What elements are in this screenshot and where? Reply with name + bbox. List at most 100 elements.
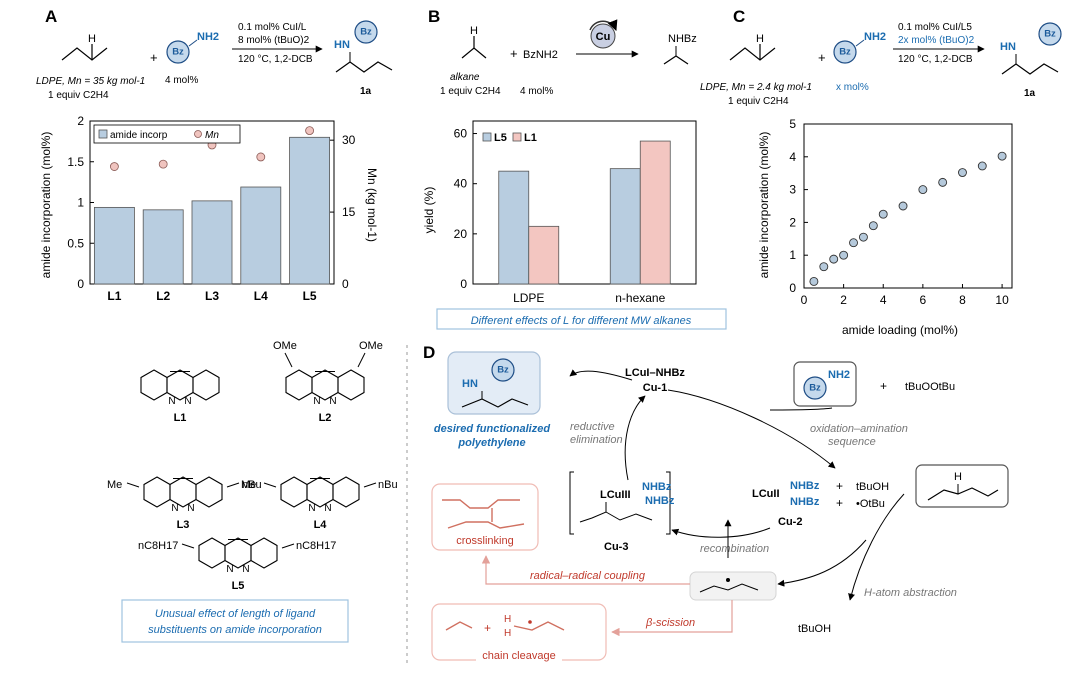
x-tick-label: 4 [880, 293, 887, 307]
bar-l5-n-hexane [609, 168, 641, 285]
crosslinking-label: crosslinking [456, 535, 513, 547]
chart-b-frame [472, 120, 697, 285]
y-tick-label: 1 [789, 248, 796, 262]
cu2-nhbz-top: NHBz [790, 480, 820, 492]
recombination-label: recombination [700, 543, 769, 555]
sequence-label: sequence [828, 436, 876, 448]
chart-b-legend: L5 L1 [482, 132, 537, 144]
x-tick-label: L4 [254, 289, 268, 303]
caption-box-b [436, 308, 727, 330]
chart-a-y2label: Mn (kg mol-1) [365, 168, 379, 242]
arrow-recombination [671, 527, 771, 538]
chart-c-frame [803, 123, 1013, 289]
x-tick-label: L3 [205, 289, 219, 303]
hat-label: H-atom abstraction [864, 587, 957, 599]
cu1-formula: LCuI–NHBz [625, 367, 685, 379]
bar-amide-l4 [240, 186, 282, 285]
phenanthroline-ring [250, 537, 278, 569]
bar-amide-l3 [191, 200, 233, 285]
nitrogen-label: N [329, 396, 336, 407]
caption-box-ligands [121, 599, 349, 643]
substituent-me: Me [241, 479, 256, 491]
y-tick-label: 1 [77, 196, 84, 210]
panel-c-substrate: H [729, 33, 776, 61]
phenanthroline-ring [198, 537, 226, 569]
nitrogen-label: N [226, 564, 233, 575]
y-tick-label: 2 [77, 114, 84, 128]
y2-tick-label: 0 [342, 277, 349, 291]
benzoyl-circle: Bz [166, 40, 190, 64]
arrow-radical-coupling [481, 555, 690, 585]
ligand-name: L3 [177, 519, 190, 531]
x-tick-label: L1 [107, 289, 121, 303]
plus-sign: + [818, 50, 826, 65]
bar-amide-l5 [289, 136, 331, 285]
panel-label-d: D [423, 343, 435, 362]
substituent-octyl: nC8H17 [138, 540, 178, 552]
data-point [938, 177, 948, 187]
point-mn-l1 [110, 162, 119, 171]
plus-sign: + [150, 50, 158, 65]
legend-label-l5: L5 [494, 132, 507, 144]
ligand-name: L4 [314, 519, 328, 531]
nitrogen-label: N [184, 396, 191, 407]
nh2-label: NH2 [828, 369, 850, 381]
cu1-label: Cu-1 [643, 382, 667, 394]
point-mn-l2 [158, 159, 168, 169]
substrate-ethylene: 1 equiv C2H4 [728, 96, 789, 107]
y-tick-label: 2 [789, 215, 796, 229]
phenanthroline-ring [143, 476, 171, 508]
reagent-box [793, 361, 857, 407]
bar-l1-ldpe [528, 225, 560, 285]
data-point [868, 221, 878, 231]
data-point [958, 168, 967, 177]
legend-swatch-mn [194, 130, 202, 138]
data-point [977, 161, 987, 171]
conditions-line-3: 120 °C, 1,2-DCB [898, 54, 973, 65]
x-tick-label: LDPE [513, 291, 544, 305]
panel-b-substrate: H [461, 25, 487, 59]
x-tick-label: n-hexane [615, 291, 665, 305]
h-atom-label: H [954, 471, 962, 483]
ligand-name: L1 [174, 412, 187, 424]
y2-tick-label: 30 [342, 133, 356, 147]
x-tick-label: L2 [156, 289, 170, 303]
x-tick-label: 8 [959, 293, 966, 307]
y-tick-label: 5 [789, 117, 796, 131]
ligand-name: L5 [232, 580, 245, 592]
conditions-line-2: 8 mol% (tBuO)2 [238, 35, 310, 46]
beta-scission-label: β-scission [645, 617, 695, 629]
cu-label: Cu [596, 31, 611, 43]
phenanthroline-ring [140, 369, 168, 401]
arrow-cu3-to-cu1 [624, 395, 646, 481]
point-mn-l4 [256, 152, 266, 162]
cu-catalyst-icon: Cu [589, 19, 618, 49]
legend-label-l1: L1 [524, 132, 537, 144]
chart-a: amide incorporation (mol%) Mn (kg mol-1)… [39, 114, 379, 303]
y-tick-label: 0.5 [67, 236, 84, 250]
x-tick-label: 6 [920, 293, 927, 307]
tbuoh-bottom-label: tBuOH [798, 623, 831, 635]
phenanthroline-ring [337, 369, 365, 401]
radical-dot [528, 620, 532, 624]
h-atom-label: H [470, 25, 478, 37]
caption-b: Different effects of L for different MW … [471, 315, 692, 327]
reagent-bznh2: BzNH2 [523, 49, 558, 61]
h-atom-label: H [504, 628, 511, 639]
panel-label-b: B [428, 7, 440, 26]
nitrogen-label: N [168, 396, 175, 407]
data-point [839, 250, 849, 260]
h-atom-label: H [756, 33, 764, 45]
conditions-line-1: 0.1 mol% CuI/L5 [898, 22, 972, 33]
hn-label: HN [462, 378, 478, 390]
oxidation-amination-label: oxidation–amination [810, 423, 908, 435]
bz-label: Bz [497, 365, 509, 376]
bracket-right [666, 471, 671, 535]
x-tick-label: L5 [303, 289, 317, 303]
bar-l5-ldpe [498, 170, 530, 285]
phenanthroline-ring [280, 476, 308, 508]
hn-label: HN [334, 39, 350, 51]
